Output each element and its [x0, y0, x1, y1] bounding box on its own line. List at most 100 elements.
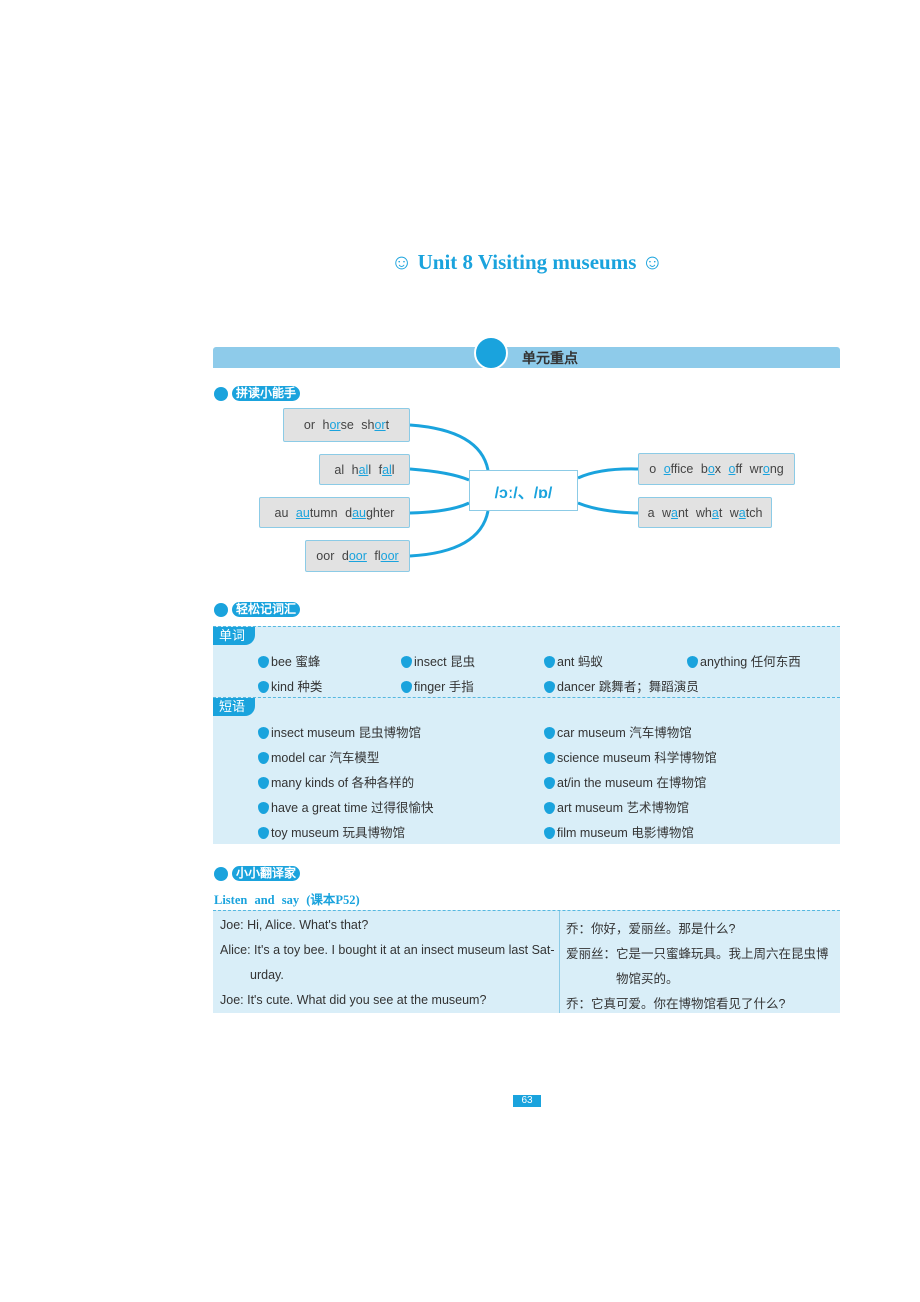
bullet-icon: [401, 656, 412, 668]
word-item: bee 蜜蜂: [258, 651, 320, 670]
phonics-right-box: a want what watch: [638, 497, 772, 528]
highlighted-letters: o: [707, 462, 715, 476]
phrase-text: insect museum 昆虫博物馆: [271, 726, 422, 740]
unit-title: ☺ Unit 8 Visiting museums ☺: [390, 250, 664, 274]
connector: [409, 501, 470, 515]
section-vocab-header: 轻松记词汇: [214, 602, 301, 618]
unit-key-points-banner: [213, 347, 840, 368]
text: wh: [688, 505, 712, 520]
word-item: finger 手指: [401, 676, 474, 695]
text: au: [274, 505, 289, 520]
text: h: [315, 418, 330, 432]
text: l: [368, 462, 372, 477]
bullet-icon: [544, 802, 555, 814]
dot-icon: [214, 602, 228, 617]
text: fl: [366, 549, 381, 563]
text: w: [654, 505, 672, 520]
text: t: [718, 505, 723, 520]
highlighted-letters: o: [663, 462, 671, 476]
word-text: dancer 跳舞者；舞蹈演员: [557, 680, 699, 694]
phrase-item: many kinds of 各种各样的: [258, 772, 414, 791]
text: w: [722, 505, 739, 520]
phrases-tag: 短语: [213, 698, 256, 716]
phrase-item: model car 汽车模型: [258, 747, 379, 766]
connector: [409, 510, 490, 558]
highlighted-letters: or: [374, 418, 386, 432]
bullet-icon: [544, 656, 555, 668]
highlighted-letters: au: [295, 505, 310, 520]
text: o: [649, 462, 657, 476]
connector: [409, 423, 490, 471]
divider: [213, 697, 840, 698]
bullet-icon: [258, 656, 269, 668]
highlighted-letters: a: [711, 505, 719, 520]
phrase-item: film museum 电影博物馆: [544, 822, 694, 841]
phrase-item: science museum 科学博物馆: [544, 747, 717, 766]
text: [721, 462, 728, 476]
highlighted-letters: a: [671, 505, 678, 520]
phonics-left-box: or horse short: [283, 408, 410, 442]
text: nt: [677, 505, 689, 520]
text: l: [391, 462, 395, 477]
word-item: dancer 跳舞者；舞蹈演员: [544, 676, 699, 695]
word-text: insect 昆虫: [414, 655, 476, 669]
highlighted-letters: a: [738, 505, 746, 520]
word-item: kind 种类: [258, 676, 322, 695]
page-number: 63: [513, 1095, 541, 1107]
dialogue-en-line: urday.: [250, 968, 284, 982]
text: oor: [316, 549, 335, 563]
highlighted-letters: or: [329, 418, 341, 432]
dialogue-zh-line: 爱丽丝：它是一只蜜蜂玩具。我上周六在昆虫博: [566, 947, 829, 961]
phonics-left-box: oor door floor: [305, 540, 410, 572]
text: al: [334, 462, 345, 477]
phrase-text: film museum 电影博物馆: [557, 826, 694, 840]
highlighted-letters: o: [762, 462, 770, 476]
text: f: [371, 462, 383, 477]
banner-title: 单元重点: [522, 351, 578, 367]
dialogue-table: Joe: Hi, Alice. What's that? Alice: It's…: [213, 910, 840, 1013]
phrase-text: science museum 科学博物馆: [557, 751, 717, 765]
word-text: ant 蚂蚁: [557, 655, 603, 669]
text: sh: [353, 418, 375, 432]
text: d: [334, 549, 349, 563]
bullet-icon: [258, 681, 269, 693]
phrase-text: toy museum 玩具博物馆: [271, 826, 406, 840]
text: h: [344, 462, 359, 477]
bullet-icon: [258, 827, 269, 839]
bullet-icon: [544, 752, 555, 764]
text: ghter: [365, 505, 395, 520]
text: ng: [769, 462, 784, 476]
word-text: anything 任何东西: [700, 655, 801, 669]
words-tag: 单词: [213, 627, 256, 645]
bullet-icon: [258, 777, 269, 789]
phrase-text: car museum 汽车博物馆: [557, 726, 692, 740]
bullet-icon: [544, 827, 555, 839]
word-text: kind 种类: [271, 680, 323, 694]
text: or: [303, 418, 316, 432]
phonics-center-node: /ɔː/、/ɒ/: [469, 470, 578, 511]
text: x: [714, 462, 722, 476]
dialogue-zh-line: 乔：你好，爱丽丝。那是什么?: [566, 922, 736, 936]
text: tumn: [309, 505, 338, 520]
phrase-item: toy museum 玩具博物馆: [258, 822, 405, 841]
highlighted-letters: o: [728, 462, 736, 476]
column-divider: [559, 911, 560, 1013]
phonics-left-box: au autumn daughter: [259, 497, 410, 528]
dialogue-zh-line: 乔：它真可爱。你在博物馆看见了什么?: [566, 997, 786, 1011]
connector: [577, 467, 639, 480]
text: [656, 462, 663, 476]
phrase-text: have a great time 过得很愉快: [271, 801, 434, 815]
mindmap-connectors: [409, 423, 639, 558]
phrase-item: art museum 艺术博物馆: [544, 797, 689, 816]
text: wr: [742, 462, 763, 476]
bullet-icon: [258, 802, 269, 814]
highlighted-letters: au: [352, 505, 366, 520]
dot-icon: [214, 866, 228, 881]
dot-icon: [214, 386, 228, 401]
text: t: [385, 418, 390, 432]
word-item: anything 任何东西: [687, 651, 801, 670]
bullet-icon: [544, 727, 555, 739]
bullet-icon: [258, 752, 269, 764]
phrase-item: insect museum 昆虫博物馆: [258, 722, 421, 741]
